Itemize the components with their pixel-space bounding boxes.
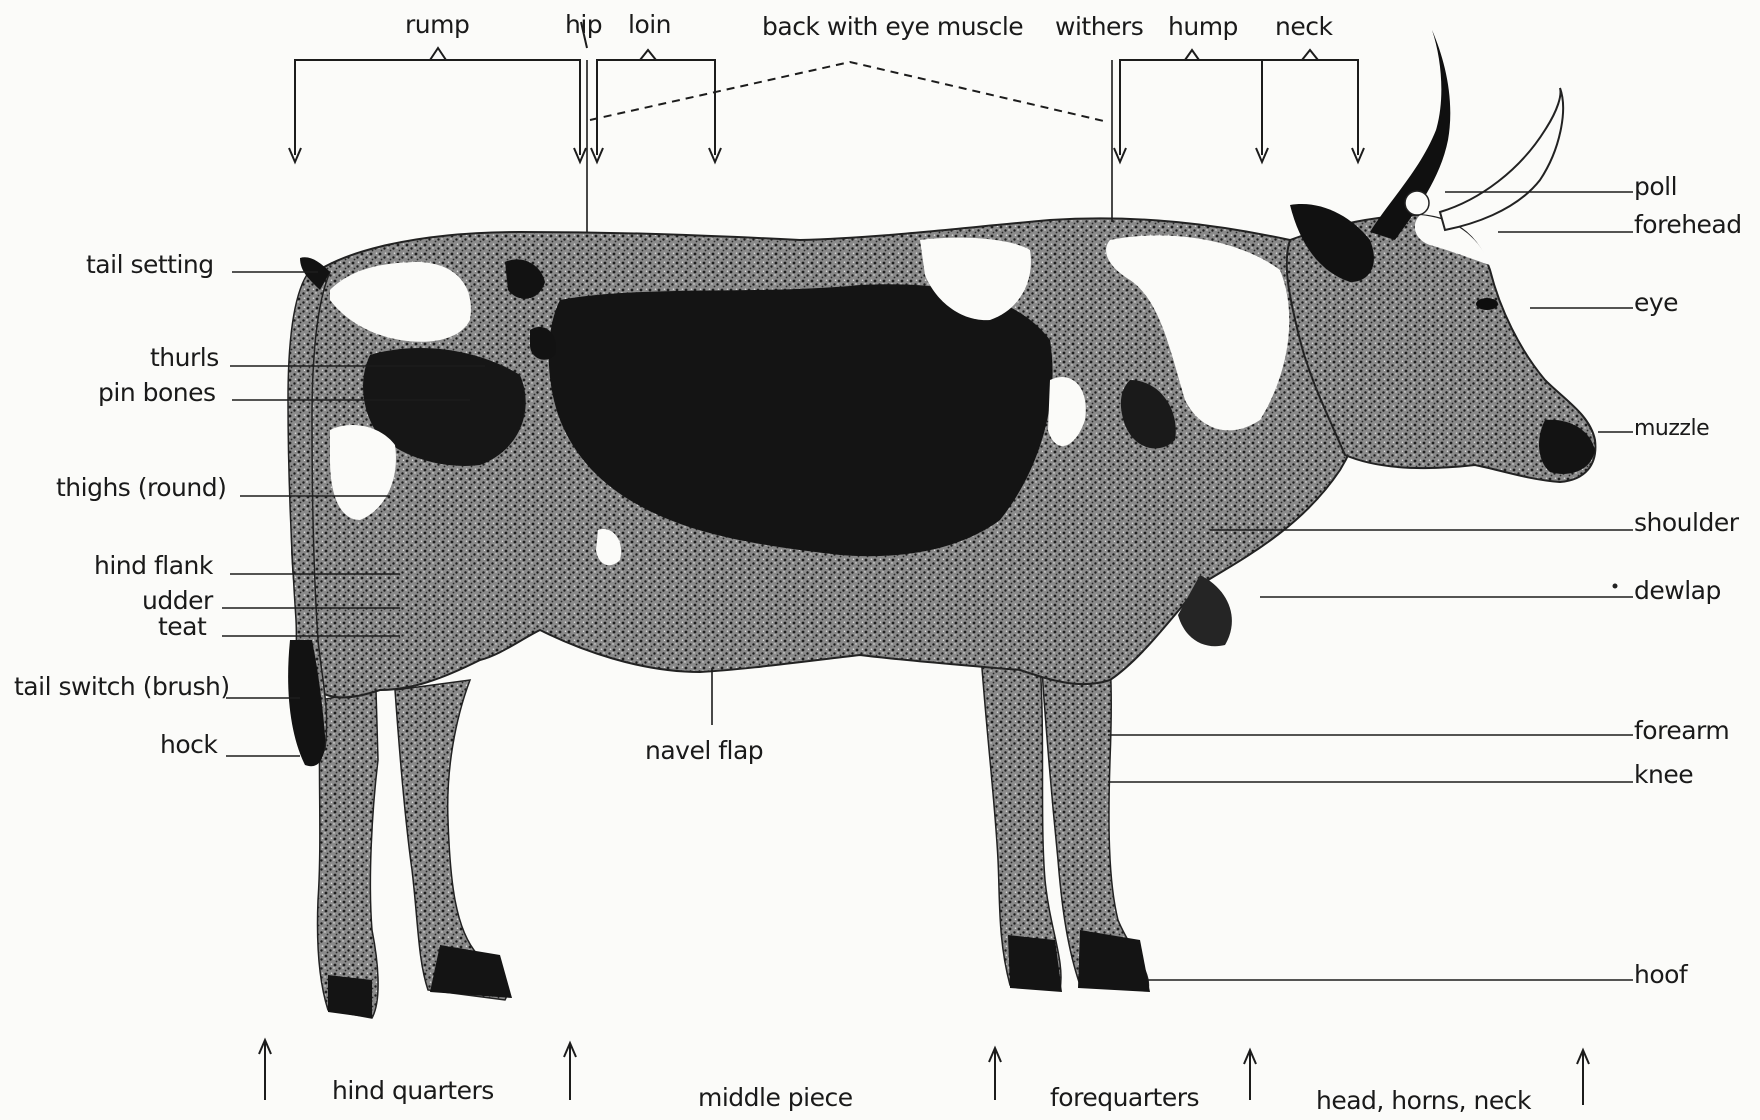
label-hock: hock [160,732,217,757]
label-thurls: thurls [150,345,219,370]
label-forearm: forearm [1634,718,1729,743]
label-hump: hump [1168,14,1238,39]
label-shoulder: shoulder [1634,510,1738,535]
label-muzzle: muzzle [1634,418,1709,440]
label-hip: hip [565,12,602,37]
section-middle-piece: middle piece [698,1085,853,1110]
label-thighs-round: thighs (round) [56,475,226,500]
label-forehead: forehead [1634,212,1742,237]
label-back-eye-muscle: back with eye muscle [762,14,1023,39]
label-tail-setting: tail setting [86,252,214,277]
label-teat: teat [158,614,206,639]
label-knee: knee [1634,762,1693,787]
label-hind-flank: hind flank [94,553,213,578]
cow-figure [288,30,1595,1018]
label-navel-flap: navel flap [645,738,763,763]
label-withers: withers [1055,14,1143,39]
label-pin-bones: pin bones [98,380,216,405]
label-hoof: hoof [1634,962,1687,987]
section-hind-quarters: hind quarters [332,1078,494,1103]
horn-right [1440,88,1563,230]
label-loin: loin [628,12,671,37]
label-poll: poll [1634,174,1677,199]
label-dewlap: dewlap [1634,578,1721,603]
label-eye: eye [1634,290,1678,315]
section-forequarters: forequarters [1050,1085,1199,1110]
section-head-horns-neck: head, horns, neck [1316,1088,1531,1113]
label-tail-switch: tail switch (brush) [14,674,230,699]
top-brackets [289,22,1364,232]
label-neck: neck [1275,14,1332,39]
label-udder: udder [142,588,213,613]
label-rump: rump [405,12,469,37]
